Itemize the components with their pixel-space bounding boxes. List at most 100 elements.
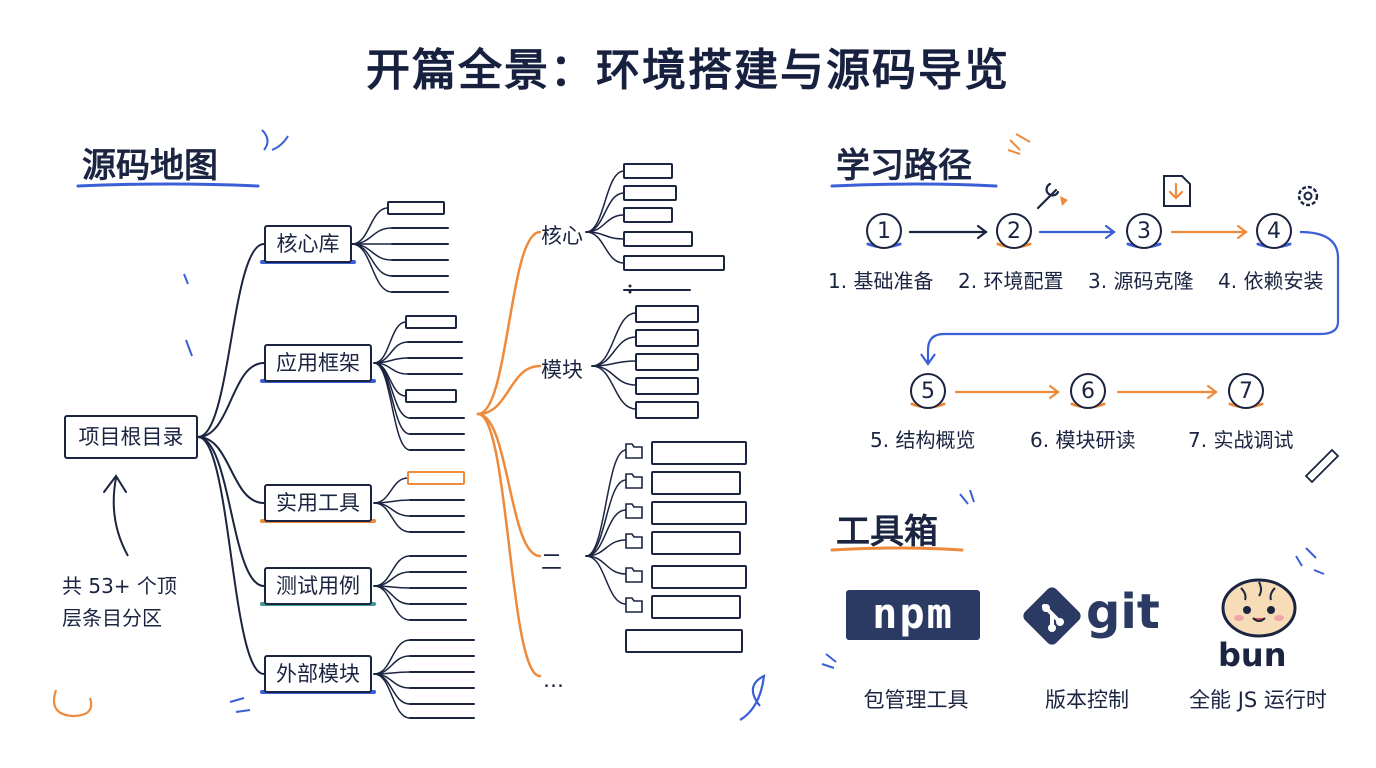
leaf-box (387, 201, 445, 215)
file-box (651, 531, 741, 555)
doodle-sparkle (183, 273, 193, 357)
step-7-circle: 7 (1228, 373, 1264, 409)
core-group-link (585, 231, 625, 264)
group-label-modules: 模块 (541, 358, 583, 382)
folder-icon (625, 567, 643, 583)
ellipsis-dot (628, 290, 632, 294)
doodle-swirl (52, 689, 93, 718)
step-1-circle: 1 (866, 213, 902, 249)
note-line-2: 层条目分区 (62, 606, 162, 630)
path-arrow-6-7-head (1206, 384, 1218, 400)
file-box (651, 595, 741, 619)
folder-group-link (585, 479, 627, 557)
test-leaf-link (373, 571, 411, 587)
file-box (623, 163, 673, 179)
folder-group-link (585, 509, 627, 557)
core-leaf-link (351, 207, 389, 245)
root-branch-link (197, 436, 265, 675)
toolbox-heading: 工具箱 (836, 512, 938, 552)
branch-tests: 测试用例 (264, 567, 372, 605)
group-link (476, 230, 542, 416)
doodle-sparkle (1007, 133, 1031, 155)
doodle-sparkle (959, 489, 975, 505)
group-link (476, 412, 542, 558)
step-1-label: 1. 基础准备 (828, 269, 934, 293)
pencil-icon (1304, 448, 1340, 484)
file-box (623, 207, 673, 223)
npm-label: 包管理工具 (863, 688, 969, 712)
util-leaf-link (373, 477, 409, 504)
test-leaf-link (373, 585, 411, 605)
gear-icon (1297, 185, 1319, 207)
note-line-1: 共 53+ 个顶 (62, 574, 177, 598)
wrench-icon (1036, 182, 1060, 210)
gear-center (1303, 191, 1313, 201)
step-3-label: 3. 源码克隆 (1088, 269, 1194, 293)
learning-path-heading: 学习路径 (836, 146, 972, 186)
core-leaf-link (351, 243, 393, 293)
folder-group-link (585, 555, 627, 605)
bun-label: 全能 JS 运行时 (1189, 688, 1327, 712)
core-group-link (585, 192, 625, 233)
root-branch-link (197, 243, 265, 438)
step-6-circle: 6 (1070, 373, 1106, 409)
wrench-accent (1060, 196, 1068, 206)
path-arrow-4-5-wrap (926, 230, 1340, 362)
root-branch-link (197, 362, 265, 438)
path-arrow-1-2-head (976, 224, 988, 240)
bun-bun-icon (1221, 578, 1297, 638)
npm-logo: npm (846, 590, 980, 640)
util-leaf-link (373, 502, 411, 517)
file-box (635, 329, 699, 347)
path-arrow-4-5-head (920, 353, 936, 366)
root-node: 项目根目录 (64, 415, 198, 459)
note-arrow-shaft (112, 477, 129, 557)
source-map-underline (76, 182, 260, 188)
module-group-link (591, 365, 637, 386)
branch-app-framework: 应用框架 (264, 344, 372, 382)
test-leaf-link (373, 585, 411, 621)
folder-icon (625, 503, 643, 519)
folder-icon (625, 533, 643, 549)
path-arrow-3-4-head (1236, 224, 1248, 240)
branch-label: 外部模块 (276, 662, 360, 686)
doodle-swirl (739, 674, 766, 721)
group-link (476, 364, 542, 416)
note-arrow-head (103, 474, 127, 493)
doodle-sparkle (229, 697, 251, 713)
group-link (476, 412, 542, 678)
folder-icon (625, 597, 643, 613)
source-map-heading: 源码地图 (82, 146, 218, 186)
app-leaf-link (373, 362, 411, 451)
git-logo: git (1020, 584, 1170, 648)
folder-icon (625, 443, 643, 459)
ext-leaf-link (373, 673, 411, 719)
file-box (651, 471, 741, 495)
group-label-core: 核心 (541, 224, 583, 248)
step-7-label: 7. 实战调试 (1188, 428, 1294, 452)
leaf-box-highlight (407, 471, 465, 485)
leaf-box (405, 389, 457, 403)
bun-logo-text: bun (1218, 636, 1287, 674)
ext-leaf-link (373, 673, 411, 705)
branch-label: 应用框架 (276, 351, 360, 375)
folder-group-link (585, 449, 627, 557)
branch-label: 测试用例 (276, 574, 360, 598)
path-arrow-5-6-head (1048, 384, 1060, 400)
doodle-sparkle (1295, 547, 1325, 575)
step-6-label: 6. 模块研读 (1030, 428, 1136, 452)
download-icon (1163, 175, 1191, 207)
step-4-circle: 4 (1256, 213, 1292, 249)
branch-utilities: 实用工具 (264, 484, 372, 522)
download-arrow (1168, 182, 1184, 200)
util-leaf-link (373, 502, 411, 533)
leaf-box (405, 315, 457, 329)
file-box (635, 305, 699, 323)
step-5-label: 5. 结构概览 (870, 428, 976, 452)
group-label-second: 二 (541, 550, 562, 574)
file-box (651, 501, 747, 525)
module-group-link (591, 365, 637, 410)
step-5-circle: 5 (910, 373, 946, 409)
